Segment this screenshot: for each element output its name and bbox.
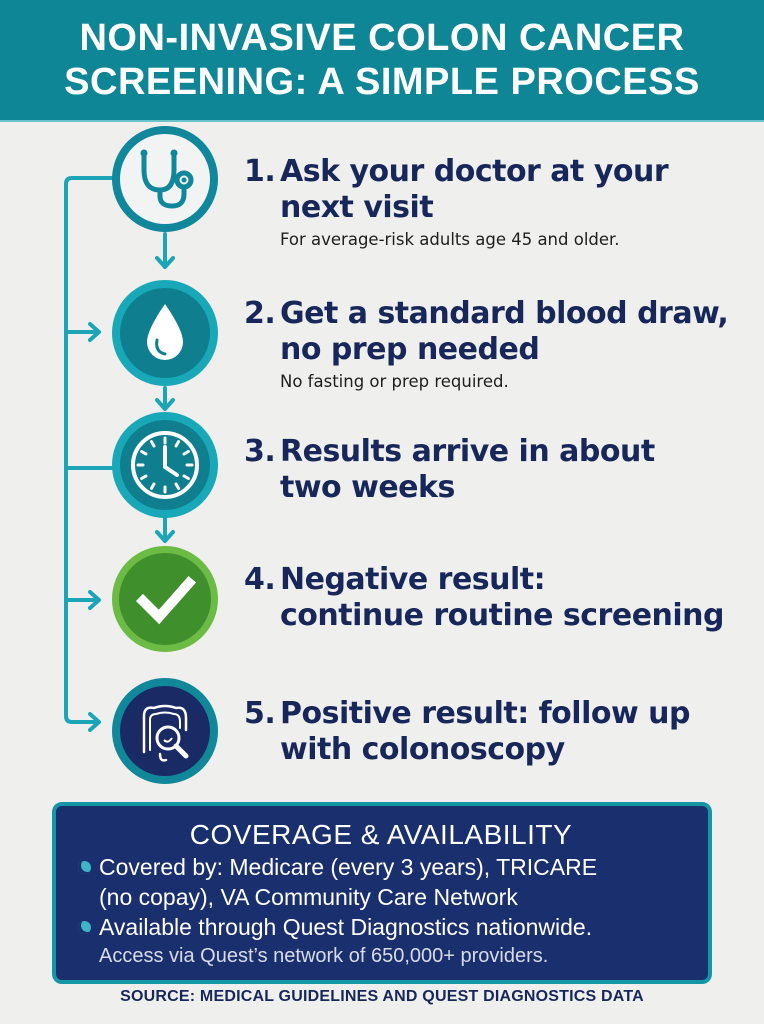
step-title: Get a standard blood draw, <box>280 296 729 331</box>
step-number: 3. <box>244 434 276 469</box>
step-title-cont: no prep needed <box>280 332 540 367</box>
coverage-item-subtext: Access via Quest’s network of 650,000+ p… <box>99 945 549 967</box>
step-5: 5. Positive result: follow up with colon… <box>244 696 690 768</box>
bullet-icon <box>78 861 91 874</box>
step-title-cont: two weeks <box>280 470 455 505</box>
step-1-icon-circle <box>112 126 218 232</box>
step-title: Positive result: follow up <box>280 696 690 731</box>
step-3: 3. Results arrive in about two weeks <box>244 434 655 506</box>
step-4: 4. Negative result: continue routine scr… <box>244 562 725 634</box>
step-subtitle: No fasting or prep required. <box>280 372 509 391</box>
step-title: Negative result: <box>280 562 546 597</box>
page-title-line-1: NON-INVASIVE COLON CANCER <box>79 17 685 59</box>
step-3-icon-circle <box>112 412 218 518</box>
coverage-item-insurance: Covered by: Medicare (every 3 years), TR… <box>78 852 684 882</box>
step-title: Ask your doctor at your <box>280 154 669 189</box>
page-title-line-2: SCREENING: A SIMPLE PROCESS <box>64 61 700 103</box>
step-number: 4. <box>244 562 276 597</box>
coverage-item-availability: Available through Quest Diagnostics nati… <box>78 912 684 942</box>
step-number: 2. <box>244 296 276 331</box>
step-1: 1. Ask your doctor at your next visit Fo… <box>244 154 669 249</box>
coverage-title: COVERAGE & AVAILABILITY <box>189 819 573 850</box>
colon-magnifier-icon <box>142 704 189 762</box>
bullet-icon <box>78 921 91 934</box>
step-4-icon-circle <box>112 546 218 652</box>
process-flow: 1. Ask your doctor at your next visit Fo… <box>0 122 764 802</box>
coverage-panel: COVERAGE & AVAILABILITY Covered by: Medi… <box>52 802 712 984</box>
coverage-item-text: Available through Quest Diagnostics nati… <box>99 914 593 940</box>
step-title-cont: continue routine screening <box>280 598 725 633</box>
step-5-icon-circle <box>112 678 218 784</box>
coverage-item-text: Covered by: Medicare (every 3 years), TR… <box>99 854 598 880</box>
step-number: 1. <box>244 154 276 189</box>
stethoscope-icon <box>140 149 194 209</box>
blood-drop-icon <box>147 304 183 360</box>
step-2: 2. Get a standard blood draw, no prep ne… <box>244 296 729 391</box>
step-title-cont: next visit <box>280 190 434 225</box>
step-subtitle: For average-risk adults age 45 and older… <box>280 230 620 249</box>
step-number: 5. <box>244 696 276 731</box>
source-footnote: SOURCE: MEDICAL GUIDELINES AND QUEST DIA… <box>120 988 644 1005</box>
clock-icon <box>131 431 199 499</box>
coverage-item-text-cont: (no copay), VA Community Care Network <box>99 884 518 910</box>
step-2-icon-circle <box>112 280 218 386</box>
step-title: Results arrive in about <box>280 434 655 469</box>
header-banner: NON-INVASIVE COLON CANCER SCREENING: A S… <box>0 0 764 122</box>
checkmark-icon <box>135 575 197 625</box>
flow-connectors <box>64 176 175 732</box>
step-title-cont: with colonoscopy <box>280 732 565 767</box>
